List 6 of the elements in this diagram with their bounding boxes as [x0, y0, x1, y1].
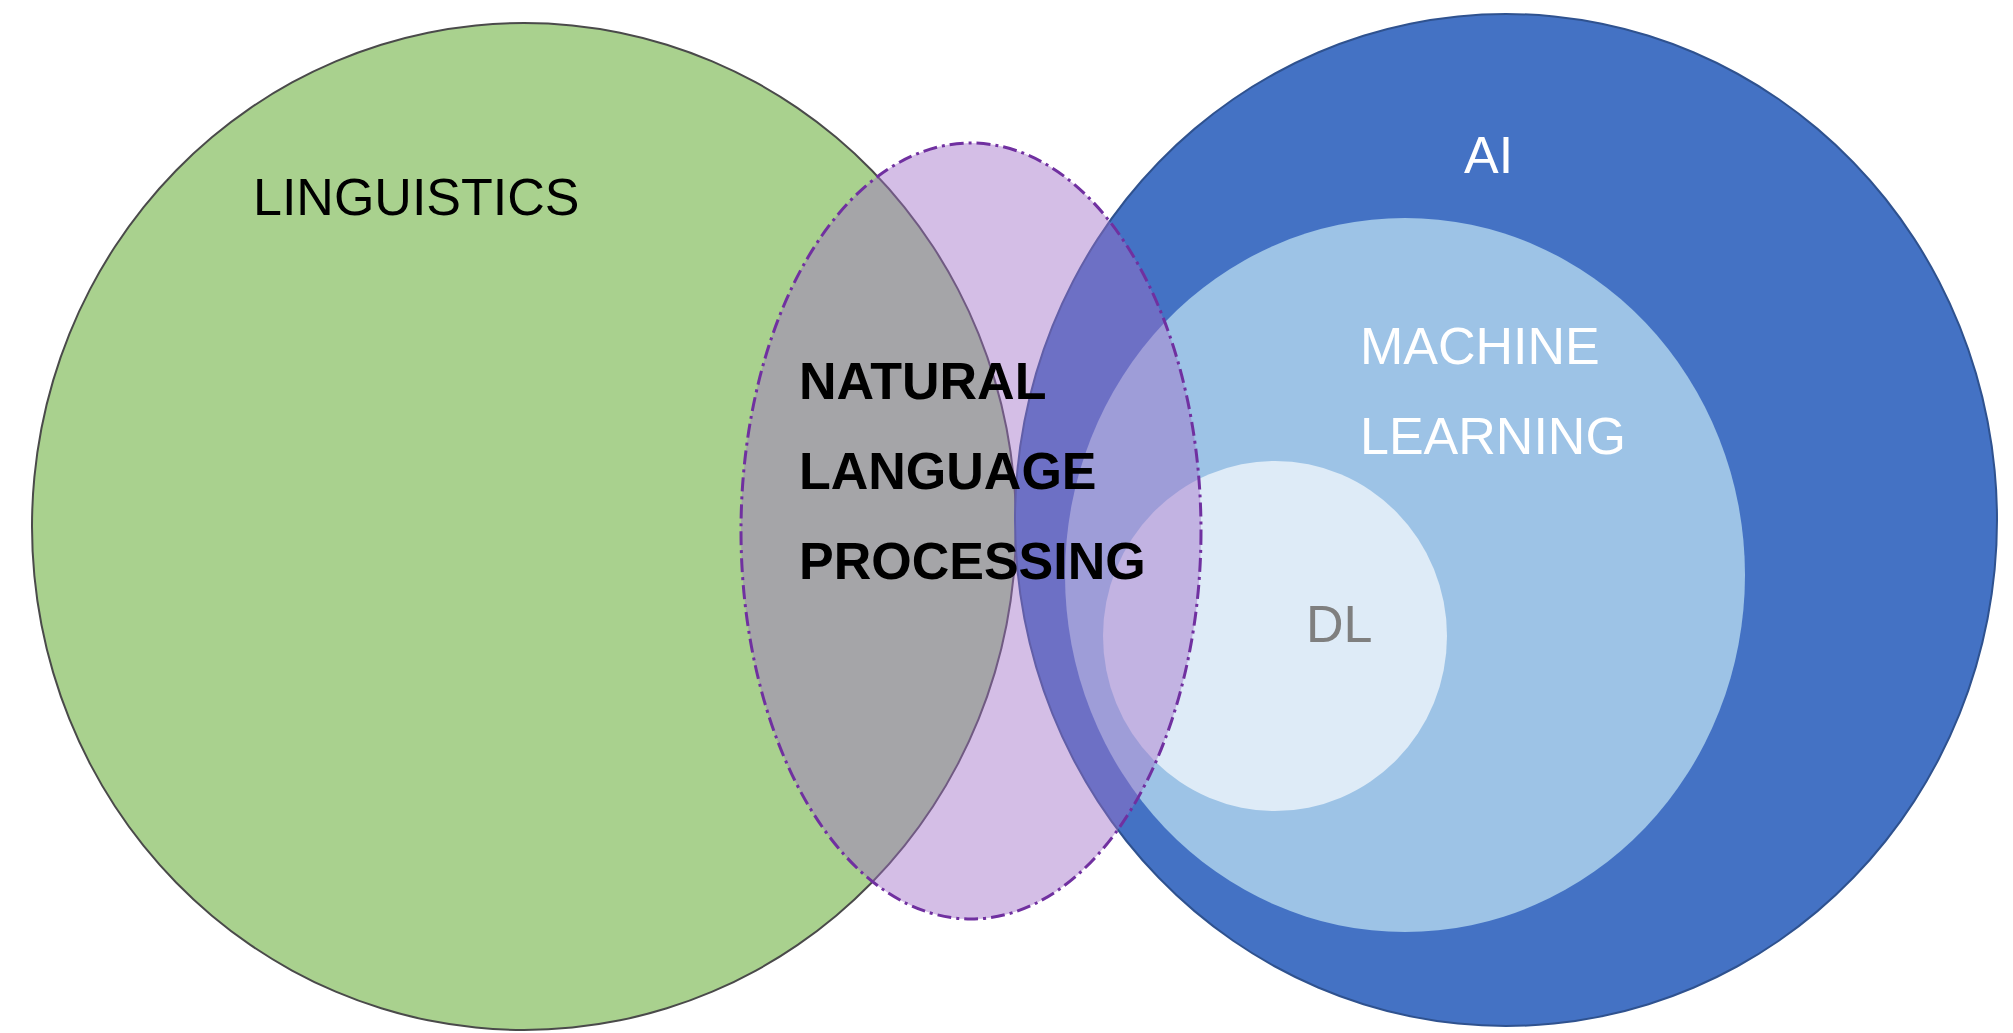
- region-label: LINGUISTICS: [253, 167, 580, 228]
- region-label: AI: [1464, 125, 1514, 186]
- region-label: NATURAL LANGUAGE PROCESSING: [799, 351, 1146, 592]
- region-label: MACHINE LEARNING: [1360, 316, 1626, 467]
- nlp-ellipse: [739, 141, 1203, 921]
- region-label: DL: [1306, 594, 1373, 655]
